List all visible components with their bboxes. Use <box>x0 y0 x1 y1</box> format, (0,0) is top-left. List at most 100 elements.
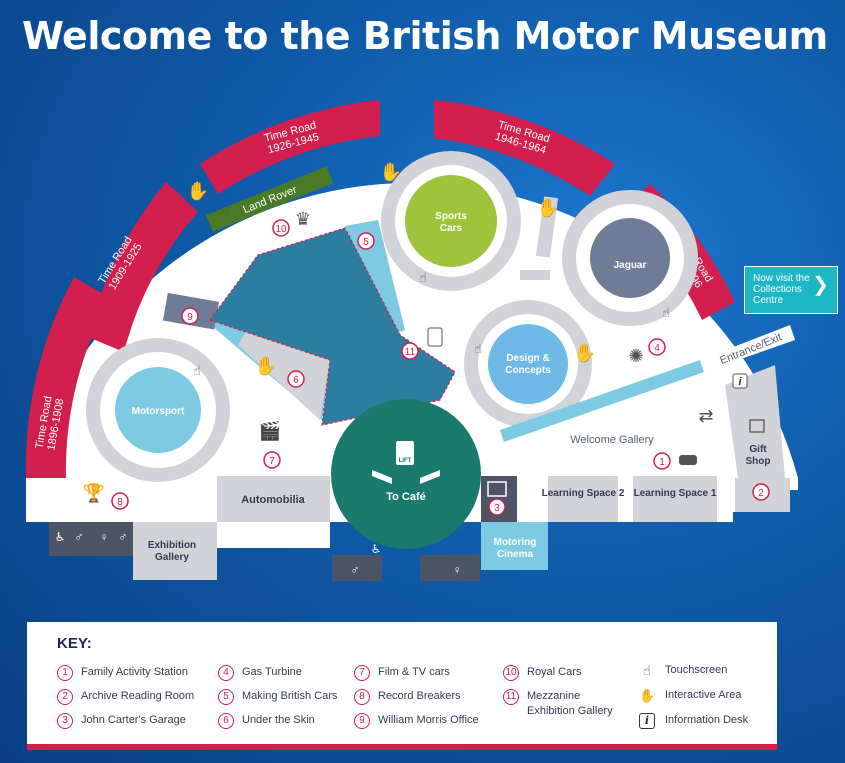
key-item-6: 6 Under the Skin <box>218 713 315 729</box>
key-number: 4 <box>218 665 234 681</box>
svg-text:1: 1 <box>659 457 665 468</box>
motorsport-zone <box>115 367 201 453</box>
female-toilet-icon: ♀ <box>100 530 109 544</box>
key-label: William Morris Office <box>378 714 479 726</box>
marker-4[interactable]: 4 <box>648 338 666 356</box>
gray-walkway <box>238 325 330 420</box>
touchscreen-icon: ☝ <box>643 663 651 678</box>
female-toilet-icon: ♀ <box>453 563 462 577</box>
garage-icon <box>487 481 507 497</box>
svg-text:11: 11 <box>405 347 416 358</box>
lift-icon <box>427 327 443 347</box>
welcome-gallery-label: Welcome Gallery <box>570 434 654 446</box>
svg-text:3: 3 <box>494 503 500 514</box>
key-number: 9 <box>354 713 370 729</box>
lift-label: LIFT <box>399 458 412 464</box>
design-concepts-zone <box>488 324 568 404</box>
information-desk-icon: i <box>738 376 742 388</box>
marker-8[interactable]: 8 <box>111 492 129 510</box>
car-icon <box>679 455 697 465</box>
crown-icon: ♛ <box>295 209 311 229</box>
marker-10[interactable]: 10 <box>272 219 290 237</box>
gift-icon <box>749 419 765 433</box>
svg-text:8: 8 <box>117 497 123 508</box>
key-number: 1 <box>57 665 73 681</box>
svg-text:2: 2 <box>758 488 764 499</box>
svg-text:9: 9 <box>187 312 193 323</box>
male-toilet-icon: ♂ <box>351 563 360 577</box>
mezzanine-gallery <box>209 227 456 426</box>
time-road-band <box>88 182 198 352</box>
key-number: 5 <box>218 689 234 705</box>
sports-cars-zone <box>405 175 497 267</box>
touchscreen-icon: ☝ <box>419 270 427 285</box>
jaguar-label: Jaguar <box>614 260 647 271</box>
toilets-block <box>49 522 133 556</box>
key-item-1: 1 Family Activity Station <box>57 665 188 681</box>
cafe-hub[interactable] <box>331 399 481 549</box>
toilets-block <box>332 555 382 581</box>
touchscreen-icon: ☝ <box>193 363 201 378</box>
interactive-hand-icon: ✋ <box>187 180 209 201</box>
to-cafe-label: To Café <box>386 491 426 503</box>
key-item-9: 9 William Morris Office <box>354 713 479 729</box>
key-symbol-touchscreen: ☝ Touchscreen <box>639 663 727 679</box>
marker-3[interactable]: 3 <box>488 498 506 516</box>
motoring-cinema-room <box>481 522 548 570</box>
design-concepts-label: Design &Concepts <box>505 353 551 376</box>
key-number: 10 <box>503 665 519 681</box>
key-label: Gas Turbine <box>242 666 302 678</box>
marker-9[interactable]: 9 <box>181 307 199 325</box>
stairs-icon <box>372 470 440 484</box>
touchscreen-icon: ☝ <box>662 305 670 320</box>
touchscreen-icon: ☝ <box>474 341 482 356</box>
key-number: 6 <box>218 713 234 729</box>
key-label: Record Breakers <box>378 690 461 702</box>
learning-space-2-label: Learning Space 2 <box>542 488 625 499</box>
key-item-5: 5 Making British Cars <box>218 689 337 705</box>
key-label: Interactive Area <box>665 689 742 701</box>
marker-2[interactable]: 2 <box>752 483 770 501</box>
key-label: John Carter's Garage <box>81 714 186 726</box>
key-label: Information Desk <box>665 714 749 726</box>
page-title: Welcome to the British Motor Museum <box>22 14 828 58</box>
clapperboard-icon: 🎬 <box>259 420 281 441</box>
male-toilet-icon: ♂ <box>119 530 128 544</box>
svg-text:5: 5 <box>363 237 369 248</box>
marker-7[interactable]: 7 <box>263 451 281 469</box>
automobilia-label: Automobilia <box>241 494 305 506</box>
marker-6[interactable]: 6 <box>287 370 305 388</box>
marker-5[interactable]: 5 <box>357 232 375 250</box>
key-item-3: 3 John Carter's Garage <box>57 713 186 729</box>
key-label: Making British Cars <box>242 690 338 702</box>
marker-11[interactable]: 11 <box>401 342 419 360</box>
key-number: 3 <box>57 713 73 729</box>
key-label: Family Activity Station <box>81 666 188 678</box>
svg-text:10: 10 <box>275 224 287 235</box>
chevron-right-icon: ❯ <box>812 274 829 296</box>
collections-centre-button[interactable]: Now visit the Collections Centre ❯ <box>744 266 838 314</box>
time-road-band <box>200 100 380 194</box>
motorsport-label: Motorsport <box>132 406 185 417</box>
key-symbol-interactive: ✋ Interactive Area <box>639 688 741 704</box>
key-label: Under the Skin <box>242 714 315 726</box>
trophy-icon: 🏆 <box>83 482 105 503</box>
learning-space-1-room <box>633 476 717 522</box>
key-label: Touchscreen <box>665 664 728 676</box>
interactive-hand-icon: ✋ <box>255 355 277 376</box>
turbine-icon: ✺ <box>628 346 643 366</box>
interactive-hand-icon: ✋ <box>639 688 656 703</box>
lift-icon <box>396 441 414 465</box>
interactive-hand-icon: ✋ <box>380 161 402 182</box>
marker-1[interactable]: 1 <box>653 452 671 470</box>
